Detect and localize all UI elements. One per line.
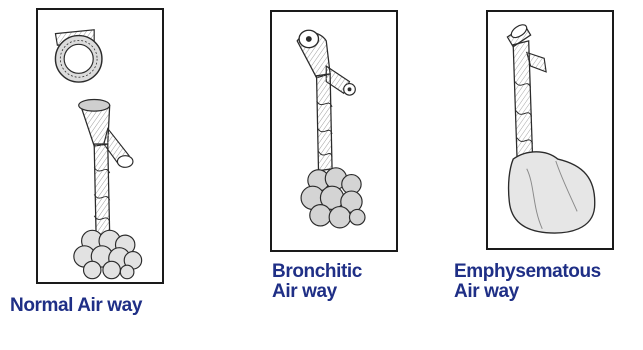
emphysematous-airway-panel bbox=[486, 10, 614, 250]
airway-cross-section bbox=[55, 30, 102, 82]
bronchitic-alveoli bbox=[301, 168, 365, 228]
normal-airway-caption: Normal Air way bbox=[10, 296, 142, 316]
normal-alveoli bbox=[74, 230, 142, 278]
emphysematous-airway-illustration bbox=[488, 12, 612, 248]
caption-line: Air way bbox=[272, 282, 362, 302]
normal-airway-panel bbox=[36, 8, 164, 284]
bronchitic-airway-caption: Bronchitic Air way bbox=[272, 262, 362, 302]
bronchitic-airway-panel bbox=[270, 10, 398, 252]
bronchitic-bronchus bbox=[297, 30, 355, 170]
bronchitic-airway-illustration bbox=[272, 12, 396, 250]
caption-line: Emphysematous bbox=[454, 262, 601, 282]
emphysematous-sac bbox=[509, 152, 595, 233]
emphysematous-bronchus bbox=[507, 22, 546, 159]
caption-line: Normal Air way bbox=[10, 296, 142, 316]
normal-airway-illustration bbox=[38, 10, 162, 282]
normal-bronchus bbox=[79, 100, 133, 238]
caption-line: Air way bbox=[454, 282, 601, 302]
emphysematous-airway-caption: Emphysematous Air way bbox=[454, 262, 601, 302]
caption-line: Bronchitic bbox=[272, 262, 362, 282]
